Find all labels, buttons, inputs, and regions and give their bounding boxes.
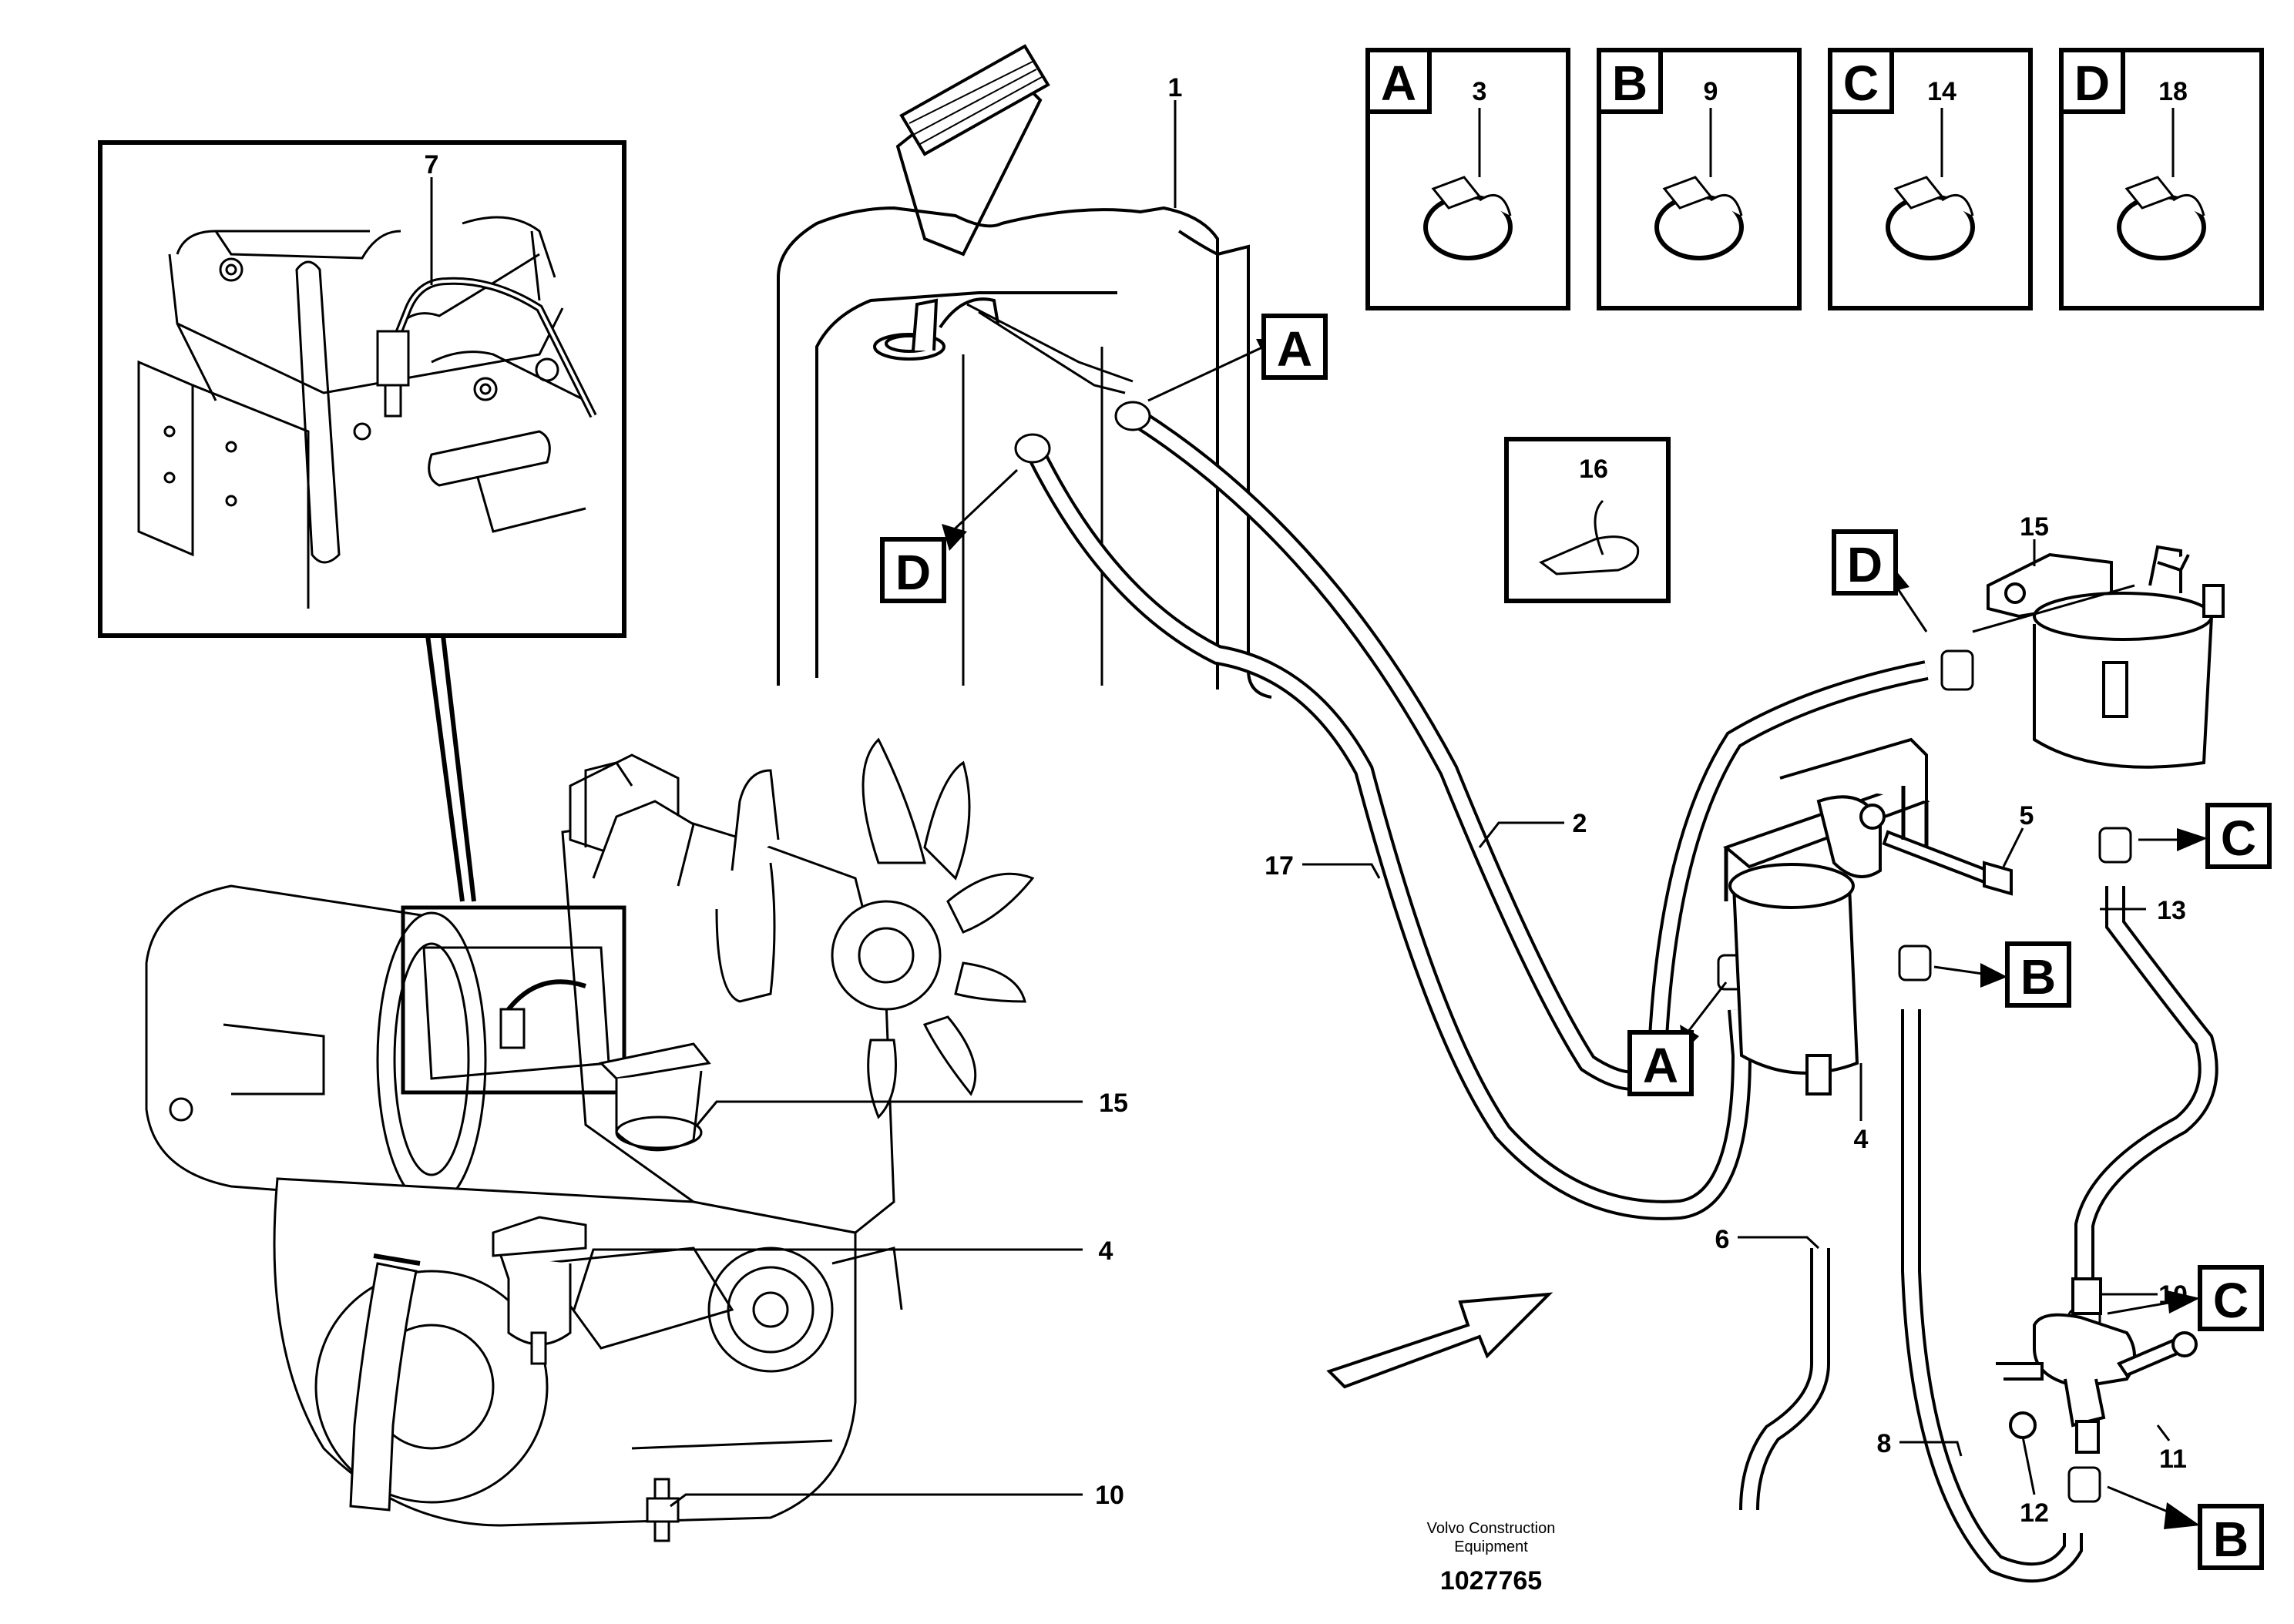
marker-letter: C — [2213, 1273, 2249, 1328]
callout-numbers: 1 2 17 4 4 15 15 5 6 7 8 10 10 11 12 13 — [425, 73, 2188, 1528]
credit-line-1: Volvo Construction — [1427, 1520, 1556, 1537]
inset-leader-lines — [425, 635, 476, 902]
engine-assembly — [145, 737, 1035, 1542]
callout-5: 5 — [2020, 801, 2034, 830]
marker-letter: A — [1643, 1038, 1678, 1093]
callout-13: 13 — [2157, 896, 2186, 925]
legend-box-d: D 18 — [2059, 48, 2264, 310]
callout-10-left: 10 — [1095, 1481, 1124, 1510]
marker-letter: D — [895, 545, 931, 600]
cable-tie-box: 16 — [1504, 437, 1671, 603]
marker-filter-b: B — [1933, 941, 2071, 1008]
marker-letter: A — [1277, 321, 1312, 377]
document-id: 1027765 — [1440, 1566, 1542, 1595]
callout-7: 7 — [425, 150, 439, 180]
legend-letter-d: D — [2074, 55, 2110, 111]
marker-sep-c: C — [2138, 803, 2272, 869]
callout-17: 17 — [1265, 851, 1294, 881]
marker-sep-d: D — [1832, 529, 1928, 632]
callout-16: 16 — [1579, 455, 1608, 484]
credit-line-2: Equipment — [1454, 1538, 1528, 1555]
marker-letter: B — [2020, 949, 2056, 1005]
legend-part-a: 3 — [1473, 77, 1487, 106]
legend-letter-c: C — [1843, 55, 1879, 111]
legend-box-a: A 3 — [1365, 48, 1570, 310]
legend-letter-a: A — [1381, 55, 1416, 111]
marker-letter: D — [1847, 537, 1883, 592]
legend-part-b: 9 — [1704, 77, 1718, 106]
callout-4-left: 4 — [1099, 1236, 1113, 1266]
callout-15-left: 15 — [1099, 1089, 1128, 1118]
marker-letter: C — [2221, 810, 2256, 866]
legend-box-c: C 14 — [1828, 48, 2033, 310]
marker-filter-a: A — [1627, 981, 1728, 1096]
front-direction-arrow-icon — [1326, 1292, 1553, 1389]
detail-inset — [98, 140, 626, 638]
marker-pump-b: B — [2107, 1485, 2264, 1570]
legend-letter-b: B — [1612, 55, 1647, 111]
callout-2: 2 — [1573, 809, 1587, 838]
filter-assembly-4 — [1723, 737, 2013, 1096]
fuel-tank — [777, 44, 1272, 699]
callout-1: 1 — [1168, 73, 1183, 102]
leader-lines — [430, 100, 2171, 1508]
legend-part-c: 14 — [1927, 77, 1956, 106]
legend-part-d: 18 — [2158, 77, 2188, 106]
callout-15-right: 15 — [2020, 512, 2049, 542]
hose-highlights — [1029, 414, 2215, 1580]
marker-tank-d: D — [880, 468, 1019, 603]
marker-pump-c: C — [2107, 1265, 2264, 1331]
callout-8: 8 — [1877, 1429, 1892, 1458]
callout-6: 6 — [1715, 1225, 1730, 1254]
marker-letter: B — [2213, 1512, 2249, 1567]
callout-4-right: 4 — [1854, 1125, 1869, 1154]
marker-tank-a: A — [1147, 314, 1328, 402]
callout-10-right: 10 — [2158, 1280, 2188, 1310]
filter-assembly-15 — [1972, 545, 2225, 769]
callout-11: 11 — [2159, 1444, 2187, 1474]
footer: Volvo Construction Equipment 1027765 — [1427, 1520, 1556, 1595]
legend-box-b: B 9 — [1597, 48, 1802, 310]
fuel-pump-10 — [1996, 1277, 2198, 1454]
callout-12: 12 — [2020, 1498, 2049, 1528]
